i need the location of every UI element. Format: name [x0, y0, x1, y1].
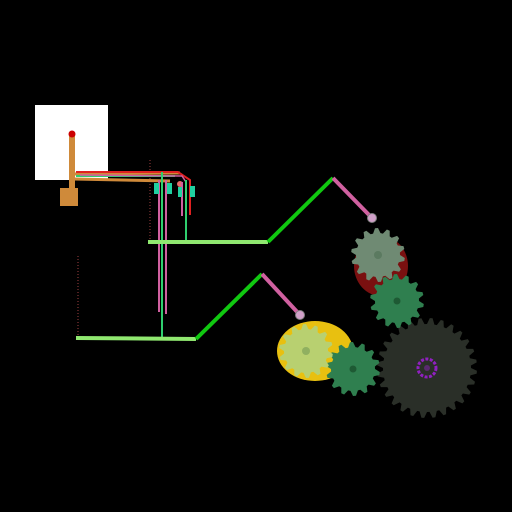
middle-green-gear-hub: [393, 297, 401, 305]
teal-clamp-1[interactable]: [154, 183, 159, 194]
upper-crank-arm[interactable]: [331, 176, 374, 220]
lower-track-flat: [75, 336, 197, 341]
pink-rod[interactable]: [79, 174, 187, 183]
teal-clamp-3[interactable]: [178, 187, 182, 197]
teal-clamp-2[interactable]: [167, 183, 172, 194]
upper-crank-pin[interactable]: [367, 213, 377, 223]
red-rod[interactable]: [76, 171, 191, 215]
orange-rod-lower[interactable]: [73, 177, 171, 183]
orange-lever-arm[interactable]: [69, 135, 75, 200]
lower-green-gear-hub: [349, 365, 357, 373]
upper-grey-gear-hub: [374, 251, 382, 259]
large-dark-gear-hub: [424, 365, 430, 371]
lower-crank-pin[interactable]: [295, 310, 305, 320]
upper-track-ramp: [266, 176, 335, 244]
purple-hub-ring: [416, 357, 438, 379]
lime-gear-hub: [302, 347, 310, 355]
teal-clamp-4[interactable]: [190, 186, 195, 197]
red-pin[interactable]: [68, 130, 76, 138]
gear-train: [277, 228, 477, 418]
lower-track-ramp: [194, 272, 264, 341]
orange-rod[interactable]: [73, 171, 181, 176]
lower-crank-arm[interactable]: [260, 272, 302, 317]
